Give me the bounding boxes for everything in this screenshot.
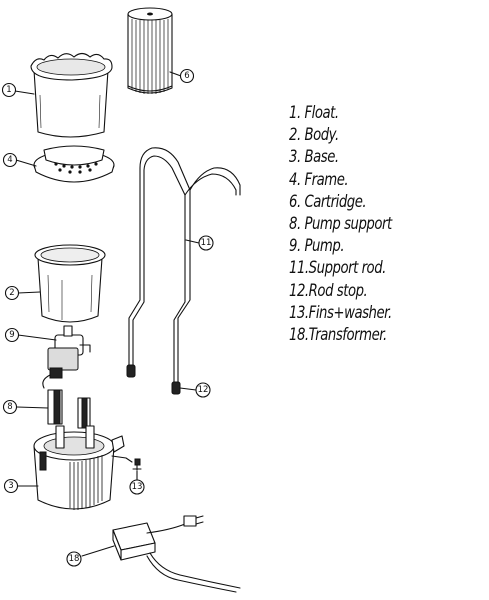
legend-item-body: 2. Body. [289,125,339,146]
callout-4-label: 4 [7,155,12,165]
fins-washer-part [132,458,142,471]
callout-8-label: 8 [7,402,12,412]
callout-1: 1 [1,82,17,98]
base-part [33,425,133,510]
pump-part [42,325,91,389]
callout-2-label: 2 [9,288,14,298]
pump-support-part [47,389,91,429]
callout-2: 2 [4,285,20,301]
legend-item-pump: 9. Pump. [289,236,345,257]
callout-13-label: 13 [132,482,143,492]
callout-13: 13 [129,479,145,495]
legend-item-support-rod: 11.Support rod. [289,258,386,279]
leader-lines [14,71,200,557]
callout-18-label: 18 [69,554,80,564]
callout-6: 6 [179,68,195,84]
callout-1-label: 1 [6,85,11,95]
transformer-part [112,515,241,593]
callout-11-label: 11 [201,238,212,248]
callout-3: 3 [3,478,19,494]
callout-3-label: 3 [8,481,13,491]
float-part [30,52,113,138]
legend-item-transformer: 18.Transformer. [289,325,387,346]
callout-11: 11 [198,235,214,251]
callout-12: 12 [195,382,211,398]
parts-legend: 1. Float. 2. Body. 3. Base. 4. Frame. 6.… [289,102,421,346]
frame-part [33,145,115,183]
callout-4: 4 [2,152,18,168]
callout-6-label: 6 [184,71,189,81]
rod-stop-part [126,364,181,395]
callout-8: 8 [2,399,18,415]
legend-item-frame: 4. Frame. [289,169,349,190]
callout-18: 18 [66,551,82,567]
legend-item-fins-washer: 13.Fins+washer. [289,302,392,323]
callout-9-label: 9 [9,330,14,340]
legend-item-base: 3. Base. [289,147,339,168]
legend-item-float: 1. Float. [289,103,339,123]
body-part [34,244,106,323]
callout-12-label: 12 [198,385,209,395]
legend-item-rod-stop: 12.Rod stop. [289,280,368,301]
support-rod-part [128,147,241,383]
cartridge-part [127,7,173,94]
callout-9: 9 [4,327,20,343]
legend-item-pump-support: 8. Pump support [289,214,392,235]
legend-item-cartridge: 6. Cartridge. [289,191,367,212]
